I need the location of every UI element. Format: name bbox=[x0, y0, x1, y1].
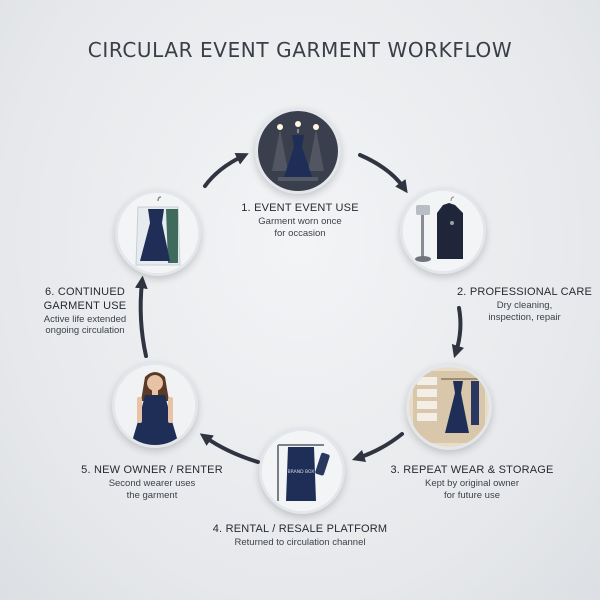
step-6-desc-line1: Active life extended bbox=[43, 313, 127, 325]
arrow-5-to-6 bbox=[134, 275, 148, 358]
step-2-desc-line1: Dry cleaning, bbox=[496, 299, 553, 311]
step-4-heading: 4. RENTAL / RESALE PLATFORM bbox=[212, 523, 388, 535]
step-1-image bbox=[255, 108, 341, 194]
step-5-image bbox=[112, 362, 198, 448]
arrow-2-to-3 bbox=[451, 306, 465, 359]
step-1-desc-line2: for occasion bbox=[274, 227, 326, 239]
wardrobe-dress-icon bbox=[409, 367, 489, 447]
step-5-label: 5. NEW OWNER / RENTER Second wearer uses… bbox=[62, 464, 242, 502]
step-5-desc-line2: the garment bbox=[126, 489, 178, 501]
step-3-desc-line1: Kept by original owner bbox=[425, 477, 519, 489]
step-6-label: 6. CONTINUED GARMENT USE Active life ext… bbox=[10, 286, 160, 337]
step-3-heading: 3. REPEAT WEAR & STORAGE bbox=[390, 464, 554, 476]
step-1-heading: 1. EVENT EVENT USE bbox=[241, 202, 359, 214]
arrow-6-to-1 bbox=[203, 153, 249, 188]
arrow-3-to-4 bbox=[351, 432, 404, 463]
step-1-label: 1. EVENT EVENT USE Garment worn once for… bbox=[215, 202, 385, 240]
step-4-desc-line1: Returned to circulation channel bbox=[234, 536, 366, 548]
step-5-desc-line1: Second wearer uses bbox=[108, 477, 196, 489]
arrow-4-to-5 bbox=[199, 433, 260, 464]
step-5-heading: 5. NEW OWNER / RENTER bbox=[81, 464, 223, 476]
step-6-image bbox=[115, 190, 201, 276]
dress-spotlight-icon bbox=[258, 111, 338, 191]
dress-on-hanger-icon bbox=[118, 193, 198, 273]
step-3-desc-line2: for future use bbox=[444, 489, 500, 501]
step-1-desc-line1: Garment worn once bbox=[258, 215, 342, 227]
step-2-image bbox=[400, 188, 486, 274]
woman-in-dress-icon bbox=[115, 365, 195, 445]
step-2-desc-line2: inspection, repair bbox=[488, 311, 561, 323]
step-6-desc-line2: ongoing circulation bbox=[45, 325, 125, 337]
step-6-heading-line1: 6. CONTINUED bbox=[44, 286, 126, 298]
step-6-heading-line2: GARMENT USE bbox=[43, 299, 127, 312]
step-3-image bbox=[406, 364, 492, 450]
arrow-1-to-2 bbox=[358, 153, 408, 194]
diagram-title: CIRCULAR EVENT GARMENT WORKFLOW bbox=[87, 38, 513, 62]
garment-bag-brand: BRAND BOX bbox=[288, 469, 315, 475]
garment-bag-tag-icon: BRAND BOX bbox=[262, 431, 342, 511]
steamer-garment-bag-icon bbox=[403, 191, 483, 271]
step-4-image: BRAND BOX bbox=[259, 428, 345, 514]
step-2-heading: 2. PROFESSIONAL CARE bbox=[456, 286, 593, 298]
step-3-label: 3. REPEAT WEAR & STORAGE Kept by origina… bbox=[372, 464, 572, 502]
step-2-label: 2. PROFESSIONAL CARE Dry cleaning, inspe… bbox=[452, 286, 597, 324]
step-4-label: 4. RENTAL / RESALE PLATFORM Returned to … bbox=[195, 523, 405, 549]
